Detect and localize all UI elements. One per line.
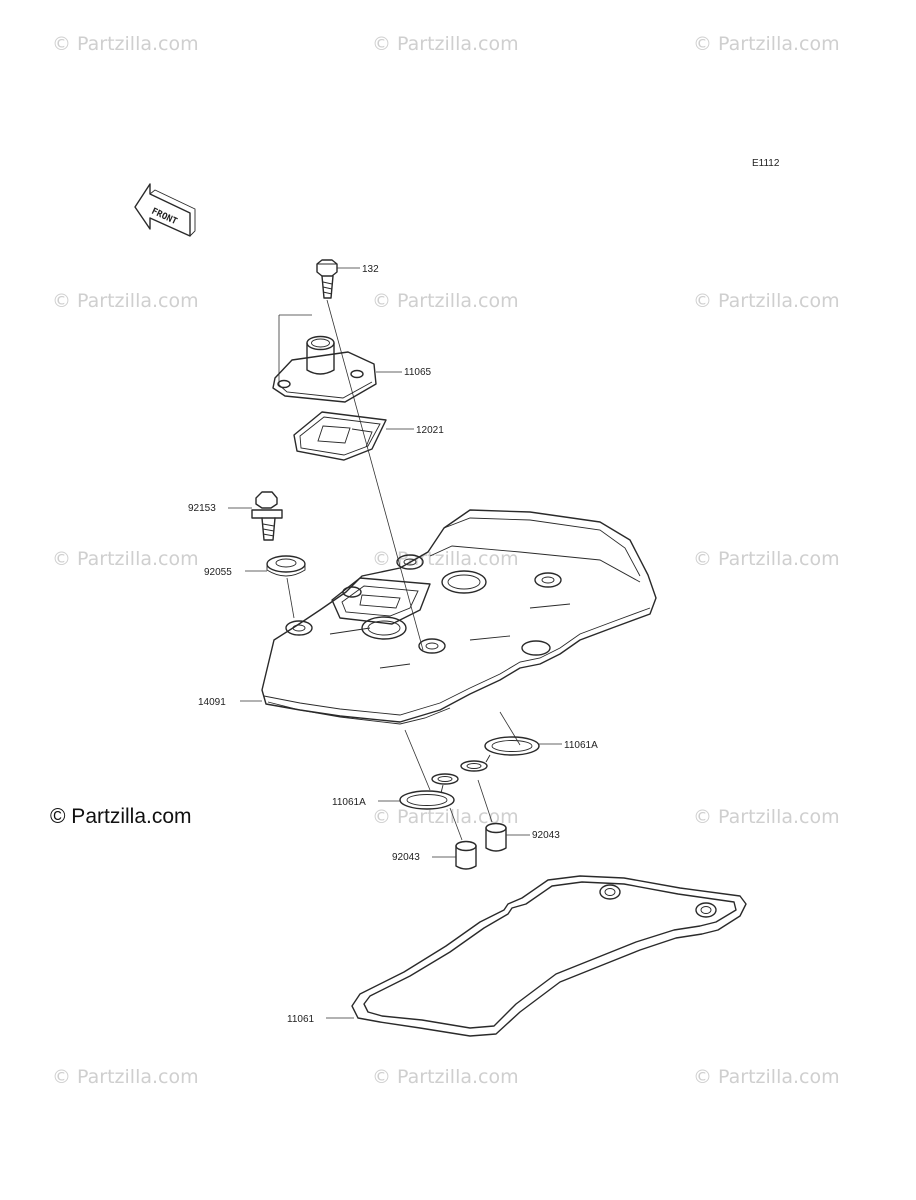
watermark: © Partzilla.com	[372, 1066, 519, 1088]
callout-11065: 11065	[404, 367, 432, 378]
watermark: © Partzilla.com	[693, 290, 840, 312]
watermark: © Partzilla.com	[693, 1066, 840, 1088]
watermark: © Partzilla.com	[372, 806, 519, 828]
callout-92153: 92153	[188, 503, 216, 514]
watermark: © Partzilla.com	[52, 33, 199, 55]
front-direction-arrow-icon: FRONT	[134, 183, 196, 237]
part-92043-dowel-pin-right	[485, 822, 507, 852]
callout-11061a-left: 11061A	[332, 797, 366, 808]
callout-132: 132	[362, 264, 379, 275]
callout-12021: 12021	[416, 425, 444, 436]
part-132-bolt	[316, 259, 338, 299]
watermark: © Partzilla.com	[52, 290, 199, 312]
callout-11061: 11061	[287, 1014, 315, 1025]
part-92153-bolt	[251, 491, 283, 541]
watermark: © Partzilla.com	[52, 1066, 199, 1088]
part-14091-cylinder-head-cover	[261, 509, 657, 725]
part-11061a-plug-seal-right	[460, 736, 540, 772]
part-12021-gasket	[293, 411, 387, 461]
part-11061a-plug-seal-left	[399, 773, 459, 810]
part-11065-breather-cover	[272, 335, 377, 403]
diagram-code: E1112	[752, 158, 780, 169]
watermark: © Partzilla.com	[372, 548, 519, 570]
callout-92043-right: 92043	[532, 830, 560, 841]
watermark: © Partzilla.com	[693, 806, 840, 828]
callout-14091: 14091	[198, 697, 226, 708]
watermark: © Partzilla.com	[693, 548, 840, 570]
part-11061-head-cover-gasket	[351, 875, 747, 1037]
callout-92055: 92055	[204, 567, 232, 578]
callout-11061a-right: 11061A	[564, 740, 598, 751]
part-92055-washer	[266, 555, 306, 577]
part-92043-dowel-pin-left	[455, 840, 477, 870]
watermark: © Partzilla.com	[372, 290, 519, 312]
brand-copyright: © Partzilla.com	[50, 805, 192, 828]
watermark: © Partzilla.com	[52, 548, 199, 570]
watermark: © Partzilla.com	[693, 33, 840, 55]
watermark: © Partzilla.com	[372, 33, 519, 55]
callout-92043-left: 92043	[392, 852, 420, 863]
